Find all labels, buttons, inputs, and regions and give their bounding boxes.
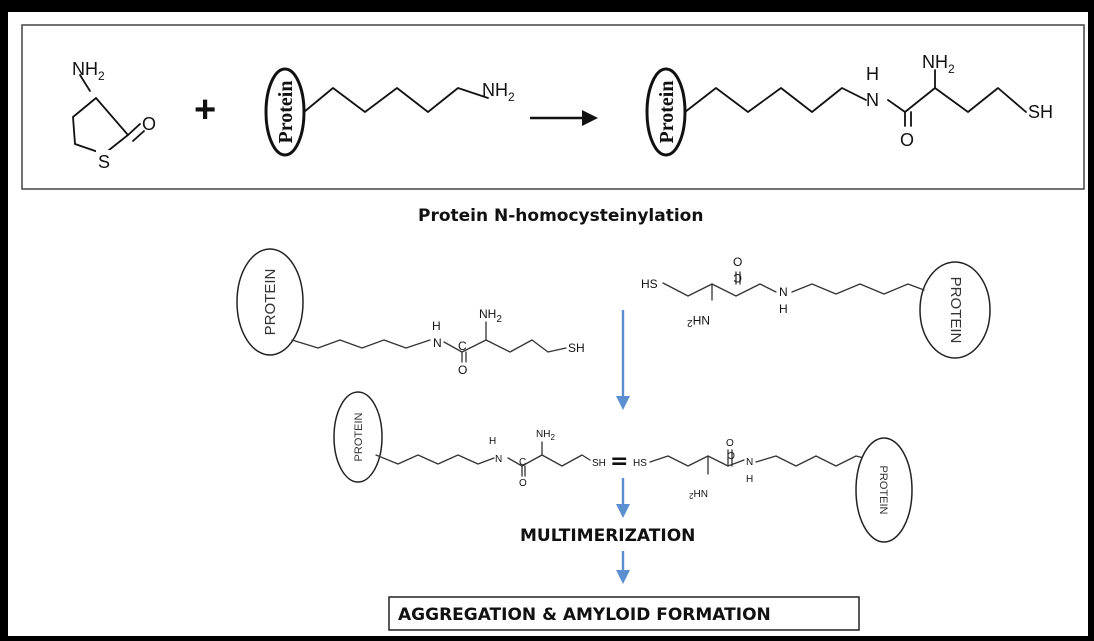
- flow-arrow-1: [616, 310, 630, 410]
- d-right-c-label: C: [728, 449, 735, 460]
- ml-o-label: O: [458, 363, 467, 377]
- flow-arrow-2: [616, 478, 630, 518]
- d-h-label: H: [489, 436, 496, 447]
- protein-ellipse-dimer-left: [333, 391, 383, 483]
- mr-o-label: O: [733, 255, 742, 269]
- htl-s-label: S: [98, 152, 110, 172]
- protein-label-monomer-left: PROTEIN: [262, 269, 279, 336]
- disulfide-dimer: PROTEIN H N C O NH2 SH = HS NH2 C O N H …: [333, 391, 913, 543]
- mr-hs-label: HS: [641, 277, 658, 291]
- homocysteinylated-protein: Protein H N NH2 O SH: [645, 52, 1053, 157]
- reaction-box: [21, 24, 1085, 190]
- d-right-h-label: H: [746, 474, 753, 485]
- mr-h-label: H: [779, 302, 788, 316]
- homocysteine-thiolactone: NH2 O S: [72, 59, 156, 172]
- product-nh2-label: NH2: [922, 52, 955, 76]
- diagram-panel: [8, 12, 1088, 636]
- d-sh-label: SH: [592, 458, 606, 469]
- ml-n-label: N: [433, 336, 442, 350]
- protein-label-top-right: Protein: [656, 81, 678, 144]
- lysine-nh2-label: NH2: [482, 80, 515, 104]
- d-right-o-label: O: [726, 438, 734, 449]
- protein-lysine: Protein NH2: [264, 67, 515, 157]
- flow-arrow-3: [616, 551, 630, 584]
- protein-ellipse-monomer-right: [919, 261, 991, 359]
- d-c-label: C: [519, 457, 526, 468]
- htl-nh2-label: NH2: [72, 59, 105, 83]
- ml-nh2-label: NH2: [479, 307, 502, 325]
- product-sh-label: SH: [1028, 102, 1053, 122]
- d-o-label: O: [519, 478, 527, 489]
- disulfide-bond: =: [610, 449, 628, 474]
- reaction-arrow: [530, 110, 598, 126]
- ml-c-label: C: [458, 339, 467, 353]
- protein-label-dimer-left: PROTEIN: [353, 413, 365, 462]
- ml-h-label: H: [432, 319, 441, 333]
- monomer-left: PROTEIN H N C O NH2 SH: [236, 248, 585, 377]
- d-hs-label: HS: [633, 458, 647, 469]
- product-n-label: N: [866, 90, 879, 110]
- mr-nh2-label: NH2: [687, 313, 710, 328]
- protein-ellipse-dimer-right: [855, 437, 913, 543]
- d-right-nh2-label: NH2: [689, 487, 708, 500]
- d-right-n-label: N: [746, 457, 753, 468]
- protein-label-dimer-right: PROTEIN: [877, 466, 889, 515]
- caption-multimerization: MULTIMERIZATION: [520, 526, 695, 546]
- mr-c-label: C: [733, 271, 742, 285]
- monomer-right: PROTEIN HS NH2 C O N H: [641, 255, 991, 359]
- d-n-label: N: [495, 454, 502, 465]
- protein-ellipse-monomer-left: [236, 248, 304, 356]
- plus-sign: +: [194, 89, 216, 131]
- ml-sh-label: SH: [568, 341, 585, 355]
- final-outcome-box: [388, 596, 860, 631]
- caption-n-homocysteinylation: Protein N-homocysteinylation: [418, 206, 703, 226]
- d-nh2-label: NH2: [536, 429, 555, 442]
- product-o-label: O: [900, 130, 914, 150]
- mr-n-label: N: [779, 285, 788, 299]
- product-h-label: H: [866, 64, 879, 84]
- protein-label-monomer-right: PROTEIN: [947, 277, 964, 344]
- protein-label-top-left: Protein: [275, 81, 297, 144]
- caption-aggregation-amyloid: AGGREGATION & AMYLOID FORMATION: [398, 605, 771, 625]
- htl-o-label: O: [142, 114, 156, 134]
